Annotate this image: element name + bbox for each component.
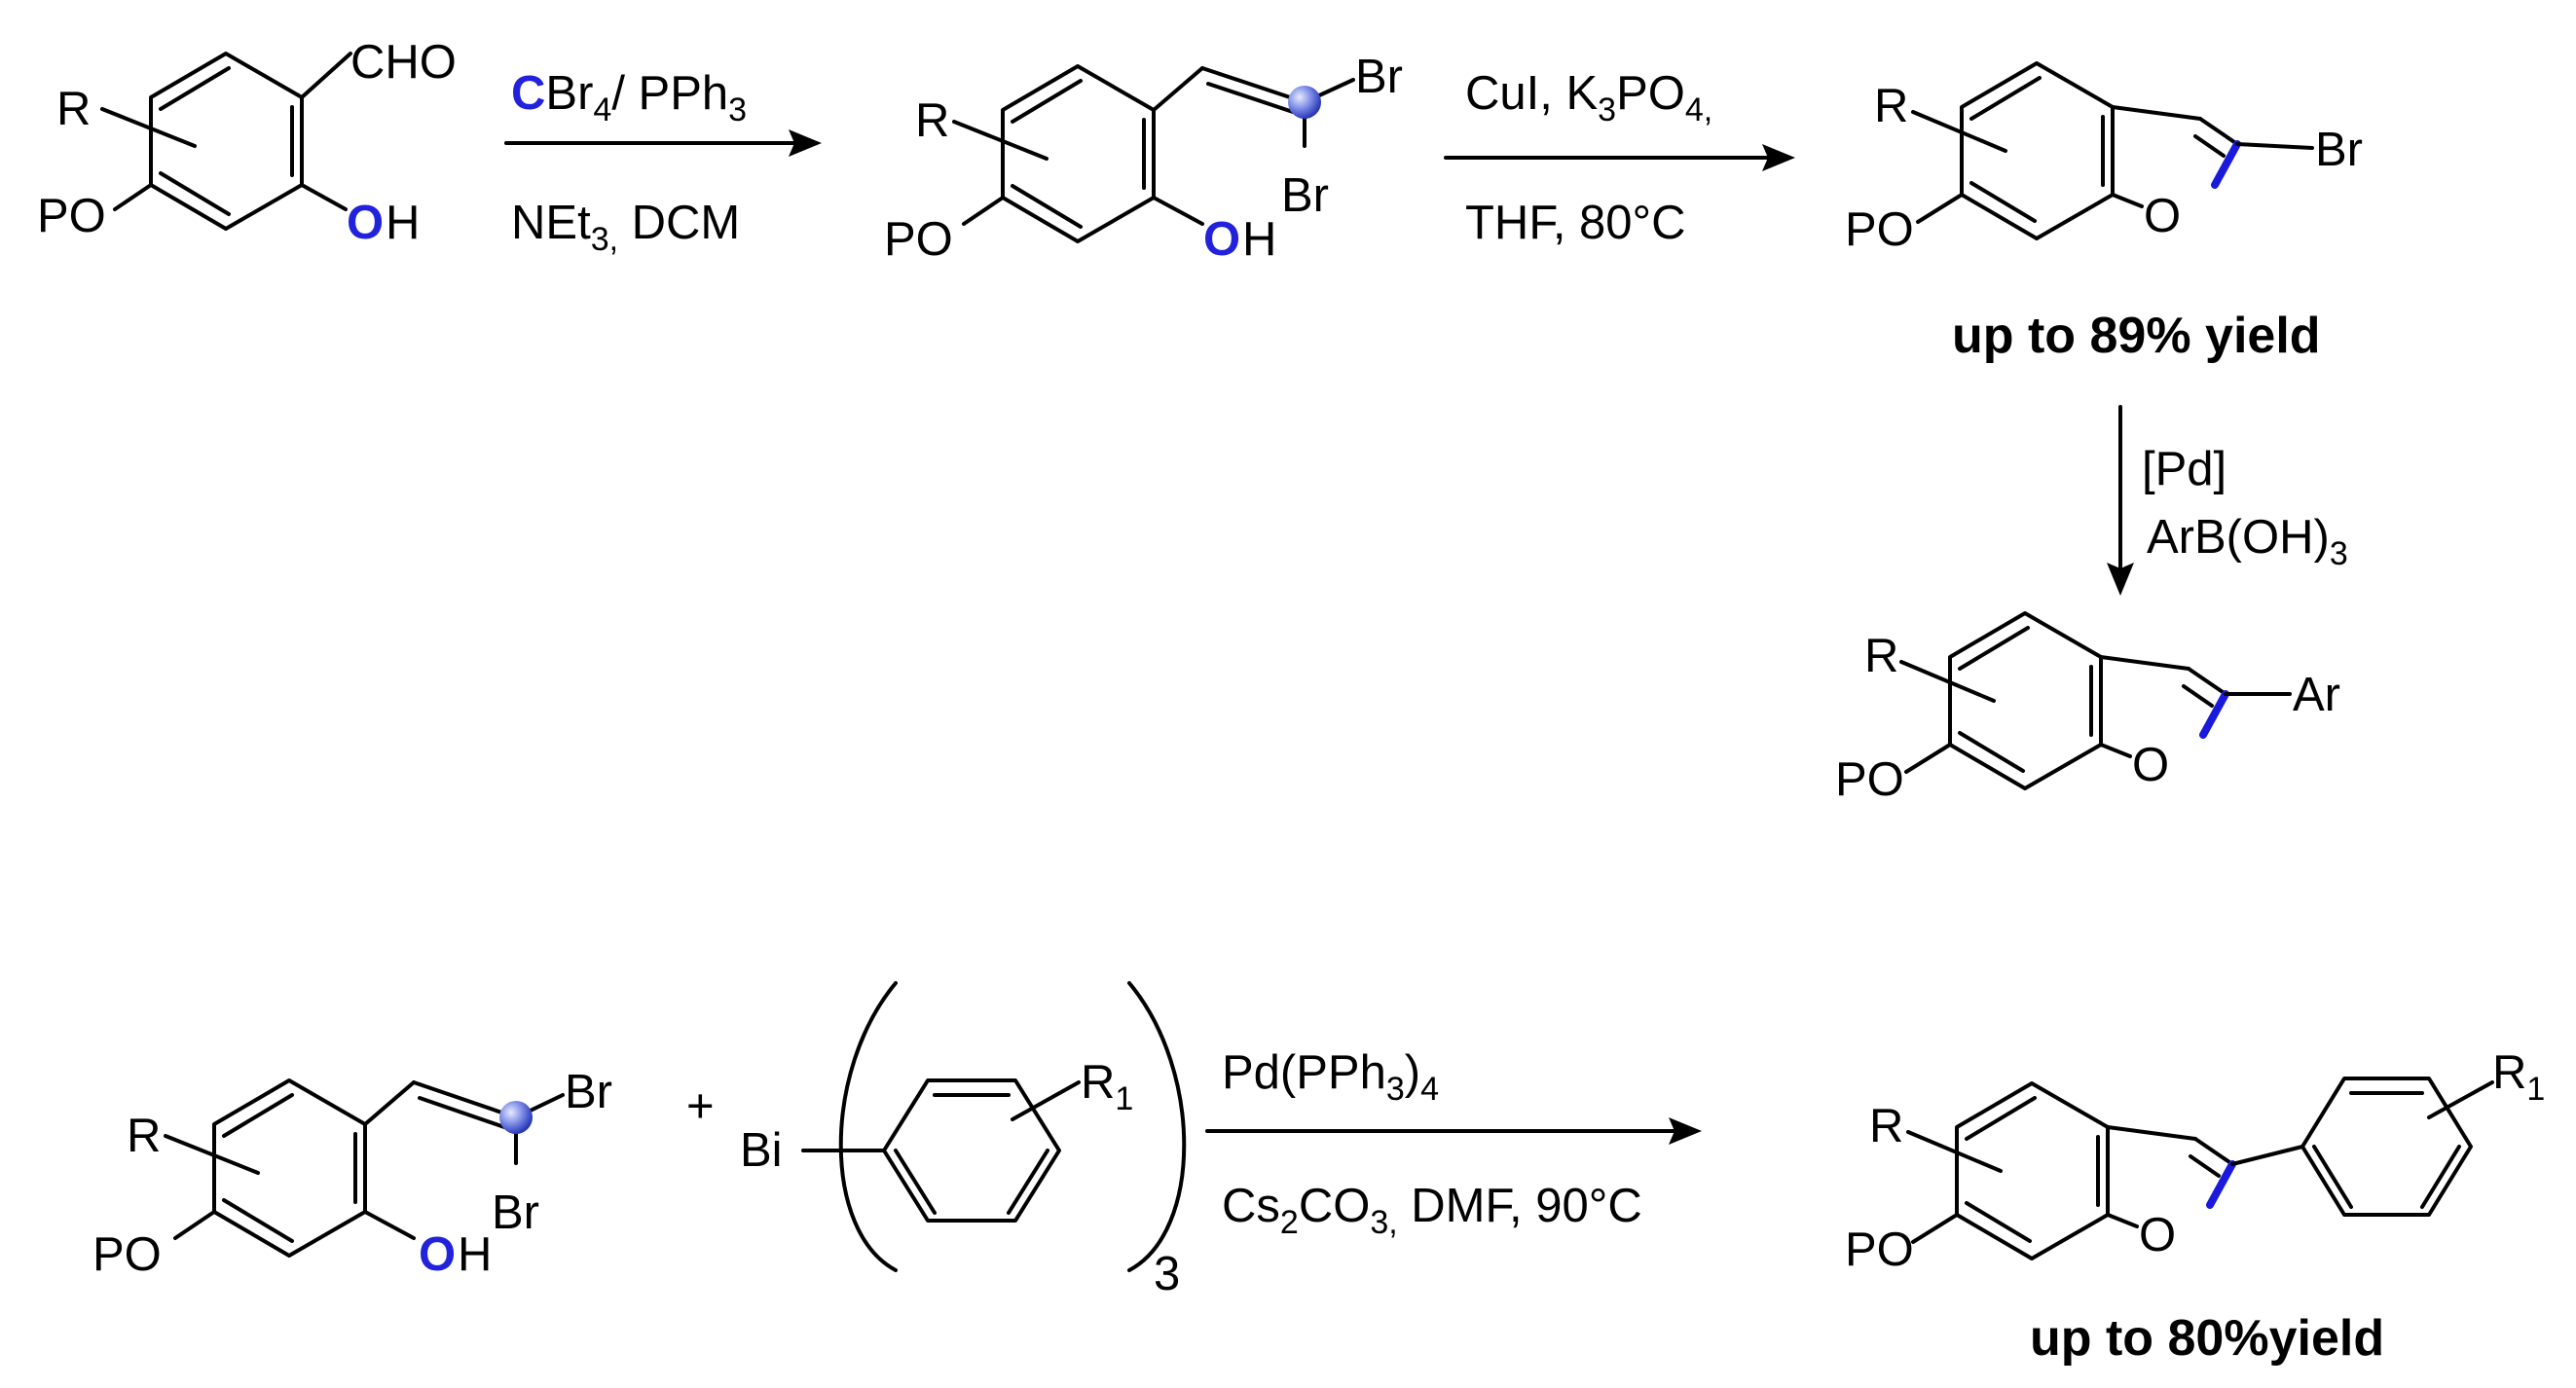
step4-arrow-group: Pd(PPh3)4 Cs2CO3, DMF, 90°C xyxy=(1205,1046,1702,1241)
bi-label: Bi xyxy=(740,1124,783,1177)
po-label: PO xyxy=(37,190,106,242)
r1-label: R1 xyxy=(1081,1056,1133,1117)
r-substituent-label: R xyxy=(915,94,949,147)
step1-arrow-group: CBr4/ PPh3 NEt3, DCM xyxy=(504,67,822,258)
br-label-top: Br xyxy=(565,1066,612,1118)
step1-sub-3: 3 xyxy=(728,91,747,128)
step2-sub-3: 3 xyxy=(1598,91,1616,128)
step3-arrow-group: [Pd] ArB(OH)3 xyxy=(2107,405,2348,596)
r-substituent-label: R xyxy=(56,83,91,135)
aldehyde-cho-label: CHO xyxy=(350,36,457,89)
step4-conditions: Cs2CO3, DMF, 90°C xyxy=(1222,1180,1642,1241)
br-label-top: Br xyxy=(1355,51,1403,103)
furan-o-label: O xyxy=(2144,190,2181,242)
yield-label-2: up to 80%yield xyxy=(2030,1310,2384,1367)
r1-sub: 1 xyxy=(1115,1080,1133,1117)
step1-net-sub: 3, xyxy=(591,221,618,258)
step2-reagents-above: CuI, K3PO4, xyxy=(1465,67,1712,128)
step4-dmf: DMF, 90°C xyxy=(1398,1180,1642,1232)
step1-reagents-above: CBr4/ PPh3 xyxy=(511,67,747,128)
step1-br: Br xyxy=(545,67,593,120)
step4-sub-3b: 3, xyxy=(1370,1204,1397,1241)
bromobenzofuran-product: O Br R PO xyxy=(1845,61,2363,256)
step4-sub-3: 3 xyxy=(1386,1071,1405,1108)
step3-arb: ArB(OH) xyxy=(2147,511,2330,564)
dibromoolefin-intermediate: Br Br R PO O H xyxy=(884,51,1403,266)
dibromoolefin-reactant-bottom: Br Br R PO O H xyxy=(92,1066,612,1281)
step4-catalyst: Pd(PPh3)4 xyxy=(1222,1046,1439,1108)
step4-sub-4: 4 xyxy=(1420,1071,1439,1108)
starting-aldehyde: CHO R PO O H xyxy=(37,36,457,249)
step4-cs: Cs xyxy=(1222,1180,1280,1232)
step4-paren: ) xyxy=(1405,1046,1420,1099)
r1-sub: 1 xyxy=(2526,1071,2545,1108)
r1-base: R xyxy=(2492,1046,2526,1099)
r1-base: R xyxy=(1081,1056,1115,1109)
step1-net: NEt xyxy=(511,197,591,249)
hydroxyl-h-label: H xyxy=(386,197,420,249)
plus-sign: + xyxy=(686,1080,715,1133)
br-label: Br xyxy=(2315,124,2363,176)
step4-co: CO xyxy=(1299,1180,1371,1232)
step3-sub-3: 3 xyxy=(2330,535,2348,572)
step2-cui-k: CuI, K xyxy=(1465,67,1598,120)
hydroxyl-o-label: O xyxy=(419,1228,456,1281)
hydroxyl-o-label: O xyxy=(347,197,384,249)
triarylbismuth-reagent: Bi R1 3 xyxy=(740,981,1187,1300)
po-label: PO xyxy=(884,213,953,266)
r-substituent-label: R xyxy=(1869,1100,1903,1152)
r-substituent-label: R xyxy=(1874,80,1908,132)
hydroxyl-h-label: H xyxy=(458,1228,492,1281)
hydroxyl-o-label: O xyxy=(1203,213,1240,266)
arylbenzofuran-product: O Ar R PO xyxy=(1835,611,2340,806)
r1-label: R1 xyxy=(2492,1046,2545,1108)
furan-o-label: O xyxy=(2139,1209,2176,1261)
br-label-bottom: Br xyxy=(492,1187,539,1239)
step3-boronic-acid: ArB(OH)3 xyxy=(2147,511,2348,572)
step2-reagents-below: THF, 80°C xyxy=(1465,197,1686,249)
step3-pd-label: [Pd] xyxy=(2142,443,2226,495)
subscript-3: 3 xyxy=(1154,1248,1180,1300)
carbon-atom-sphere xyxy=(499,1101,533,1134)
step4-pd: Pd(PPh xyxy=(1222,1046,1386,1099)
step2-arrow-group: CuI, K3PO4, THF, 80°C xyxy=(1444,67,1795,249)
yield-label-1: up to 89% yield xyxy=(1952,308,2321,364)
po-label: PO xyxy=(1845,203,1914,256)
br-label-bottom: Br xyxy=(1281,169,1329,222)
po-label: PO xyxy=(92,1228,162,1281)
r-substituent-label: R xyxy=(1864,630,1898,682)
r-substituent-label: R xyxy=(127,1110,161,1162)
carbon-atom-sphere xyxy=(1288,86,1321,119)
step1-reagents-below: NEt3, DCM xyxy=(511,197,740,258)
step2-sub-4: 4, xyxy=(1685,91,1712,128)
final-arylbenzofuran-product: O R1 R PO xyxy=(1845,1046,2545,1276)
step4-sub-2: 2 xyxy=(1280,1204,1299,1241)
step1-dcm: DCM xyxy=(618,197,740,249)
po-label: PO xyxy=(1845,1224,1914,1276)
po-label: PO xyxy=(1835,753,1904,806)
furan-o-label: O xyxy=(2132,739,2169,791)
ar-label: Ar xyxy=(2293,669,2340,721)
step2-po: PO xyxy=(1616,67,1685,120)
step1-pph: / PPh xyxy=(611,67,728,120)
hydroxyl-h-label: H xyxy=(1242,213,1276,266)
step1-sub-4: 4 xyxy=(593,91,611,128)
step1-blue-c: C xyxy=(511,67,545,120)
